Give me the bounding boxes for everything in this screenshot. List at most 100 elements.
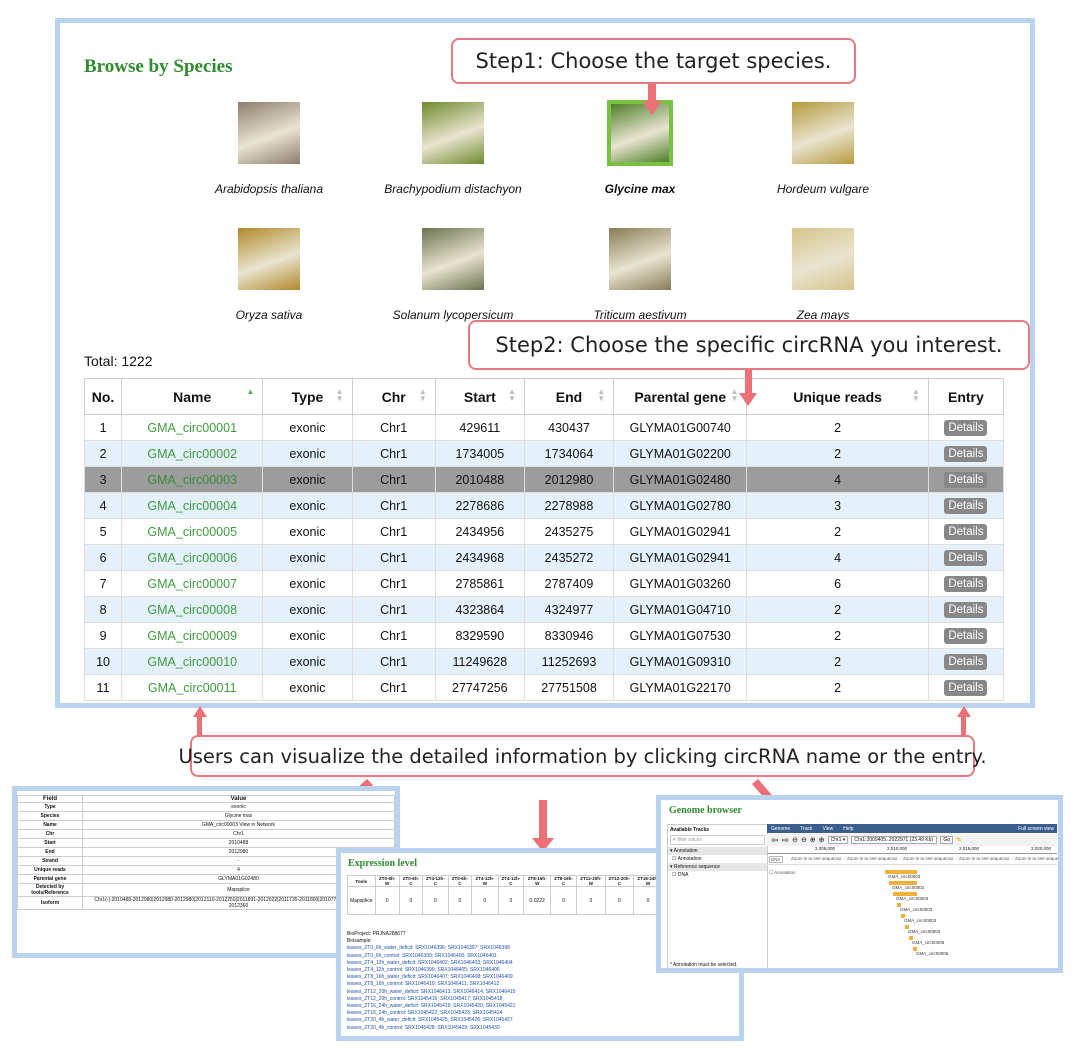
col-no[interactable]: No. — [83, 378, 123, 415]
details-button[interactable]: Details — [944, 497, 988, 514]
sample-line[interactable]: leaves_ZT12_20h_control: SRX1045416; SRX… — [347, 995, 503, 1002]
col-parental-gene[interactable]: Parental gene▲▼ — [613, 378, 748, 415]
species-item[interactable]: Solanum lycopersicum — [378, 226, 528, 322]
sample-line[interactable]: leaves_ZT12_20h_water_deficit: SRX104641… — [347, 988, 516, 995]
species-label[interactable]: Solanum lycopersicum — [392, 308, 514, 322]
sample-line[interactable]: leaves_ZT0_6h_control: SRX1046399; SRX10… — [347, 952, 497, 959]
species-label[interactable]: Hordeum vulgare — [776, 182, 870, 196]
species-item[interactable]: Hordeum vulgare — [748, 100, 898, 196]
details-button[interactable]: Details — [944, 601, 988, 618]
col-type[interactable]: Type▲▼ — [262, 378, 353, 415]
zoom-in-small-icon[interactable]: ⊕ — [809, 837, 816, 844]
sample-line[interactable]: leaves_ZT16_24h_water_deficit: SRX104541… — [347, 1003, 516, 1010]
details-button[interactable]: Details — [944, 549, 988, 566]
highlight-icon[interactable]: ✎ — [956, 837, 962, 844]
details-button[interactable]: Details — [944, 679, 988, 696]
zoom-out-icon[interactable]: ⊖ — [792, 837, 798, 844]
sample-line[interactable]: leaves_ZT4_12h_control: SRX1046399; SRX1… — [347, 967, 500, 974]
pan-left-icon[interactable]: ⇦ — [771, 834, 779, 845]
col-chr[interactable]: Chr▲▼ — [351, 378, 436, 415]
col-name[interactable]: Name▲ — [121, 378, 264, 415]
species-thumbnail[interactable] — [420, 226, 486, 292]
full-screen-link[interactable]: Full screen view — [1018, 825, 1054, 832]
species-thumbnail[interactable] — [420, 100, 486, 166]
genome-menu-item[interactable]: Genome — [771, 825, 791, 832]
species-thumbnail[interactable] — [236, 226, 302, 292]
details-button[interactable]: Details — [944, 471, 988, 488]
species-label[interactable]: Triticum aestivum — [593, 308, 687, 322]
details-button[interactable]: Details — [944, 523, 988, 540]
col-unique-reads[interactable]: Unique reads▲▼ — [746, 378, 929, 415]
col-start[interactable]: Start▲▼ — [434, 378, 525, 415]
sample-line[interactable]: leaves_ZT8_16h_control: SRX1046410; SRX1… — [347, 981, 500, 988]
feature-bar[interactable] — [889, 881, 917, 885]
cell-name[interactable]: GMA_circ00004 — [121, 492, 264, 519]
feature-bar[interactable] — [897, 903, 901, 907]
species-item[interactable]: Brachypodium distachyon — [378, 100, 528, 196]
col-end[interactable]: End▲▼ — [523, 378, 615, 415]
sample-line[interactable]: leaves_ZT4_12h_water_deficit: SRX1046402… — [347, 959, 513, 966]
dna-track-item[interactable]: ☐ DNA — [672, 872, 689, 878]
feature-bar[interactable] — [905, 925, 909, 929]
details-button[interactable]: Details — [944, 419, 988, 436]
reference-group[interactable]: ▾ Reference sequence — [668, 863, 767, 871]
sample-line[interactable]: leaves_ZT16_24h_control: SRX1045422; SRX… — [347, 1010, 503, 1017]
cell-name[interactable]: GMA_circ00007 — [121, 570, 264, 597]
species-thumbnail[interactable] — [607, 226, 673, 292]
cell-name[interactable]: GMA_circ00011 — [121, 674, 264, 701]
species-thumbnail[interactable] — [790, 100, 856, 166]
filter-tracks-input[interactable]: ✕ filter tracks — [670, 835, 765, 845]
cell-name[interactable]: GMA_circ00010 — [121, 648, 264, 675]
sample-line[interactable]: leaves_ZT0_6h_water_deficit: SRX1046396;… — [347, 945, 510, 952]
feature-bar[interactable] — [901, 914, 905, 918]
species-label[interactable]: Brachypodium distachyon — [384, 182, 522, 196]
feature-bar[interactable] — [909, 936, 913, 940]
zoom-in-icon[interactable]: ⊕ — [818, 837, 825, 844]
cell-name[interactable]: GMA_circ00009 — [121, 622, 264, 649]
details-button[interactable]: Details — [944, 445, 988, 462]
species-label[interactable]: Glycine max — [604, 182, 676, 196]
annotation-group[interactable]: ▾ Annotation — [668, 847, 767, 855]
sample-line[interactable]: leaves_ZT20_4h_control: SRX1045428; SRX1… — [347, 1024, 500, 1031]
feature-bar[interactable] — [913, 947, 917, 951]
genome-menu-item[interactable]: Help — [843, 825, 854, 832]
genome-menu-item[interactable]: Track — [800, 825, 813, 832]
go-button[interactable]: Go — [940, 836, 954, 844]
species-thumbnail[interactable] — [790, 226, 856, 292]
sample-line[interactable]: leaves_ZT8_16h_water_deficit: SRX1046407… — [347, 974, 513, 981]
species-label[interactable]: Oryza sativa — [235, 308, 303, 322]
chrom-select[interactable]: Chr1 ▾ — [827, 836, 849, 844]
details-button[interactable]: Details — [944, 575, 988, 592]
cell-name[interactable]: GMA_circ00006 — [121, 544, 264, 571]
locus-input[interactable]: Chr1:2009405..2022971 (23.49 Kb) — [851, 836, 938, 844]
species-item[interactable]: Oryza sativa — [194, 226, 344, 322]
feature-bar[interactable] — [893, 892, 917, 896]
pan-right-icon[interactable]: ⇨ — [781, 834, 790, 845]
cell-name[interactable]: GMA_circ00003 — [121, 466, 264, 493]
species-item[interactable]: Arabidopsis thaliana — [194, 100, 344, 196]
species-thumbnail[interactable] — [607, 100, 673, 166]
annotation-track-item[interactable]: ☐ Annotation — [672, 856, 702, 862]
sample-line[interactable]: leaves_ZT20_4h_water_deficit: SRX1045425… — [347, 1017, 513, 1024]
details-button[interactable]: Details — [944, 627, 988, 644]
cell-name[interactable]: GMA_circ00005 — [121, 518, 264, 545]
species-label[interactable]: Zea mays — [796, 308, 850, 322]
species-item[interactable]: Glycine max — [565, 100, 715, 196]
zoom-out-small-icon[interactable]: ⊖ — [800, 837, 807, 844]
species-item[interactable]: Triticum aestivum — [565, 226, 715, 322]
species-thumbnail[interactable] — [236, 100, 302, 166]
genome-menu-item[interactable]: View — [822, 825, 834, 832]
species-label[interactable]: Arabidopsis thaliana — [214, 182, 324, 196]
cell-name[interactable]: GMA_circ00008 — [121, 596, 264, 623]
species-item[interactable]: Zea mays — [748, 226, 898, 322]
details-button[interactable]: Details — [944, 653, 988, 670]
